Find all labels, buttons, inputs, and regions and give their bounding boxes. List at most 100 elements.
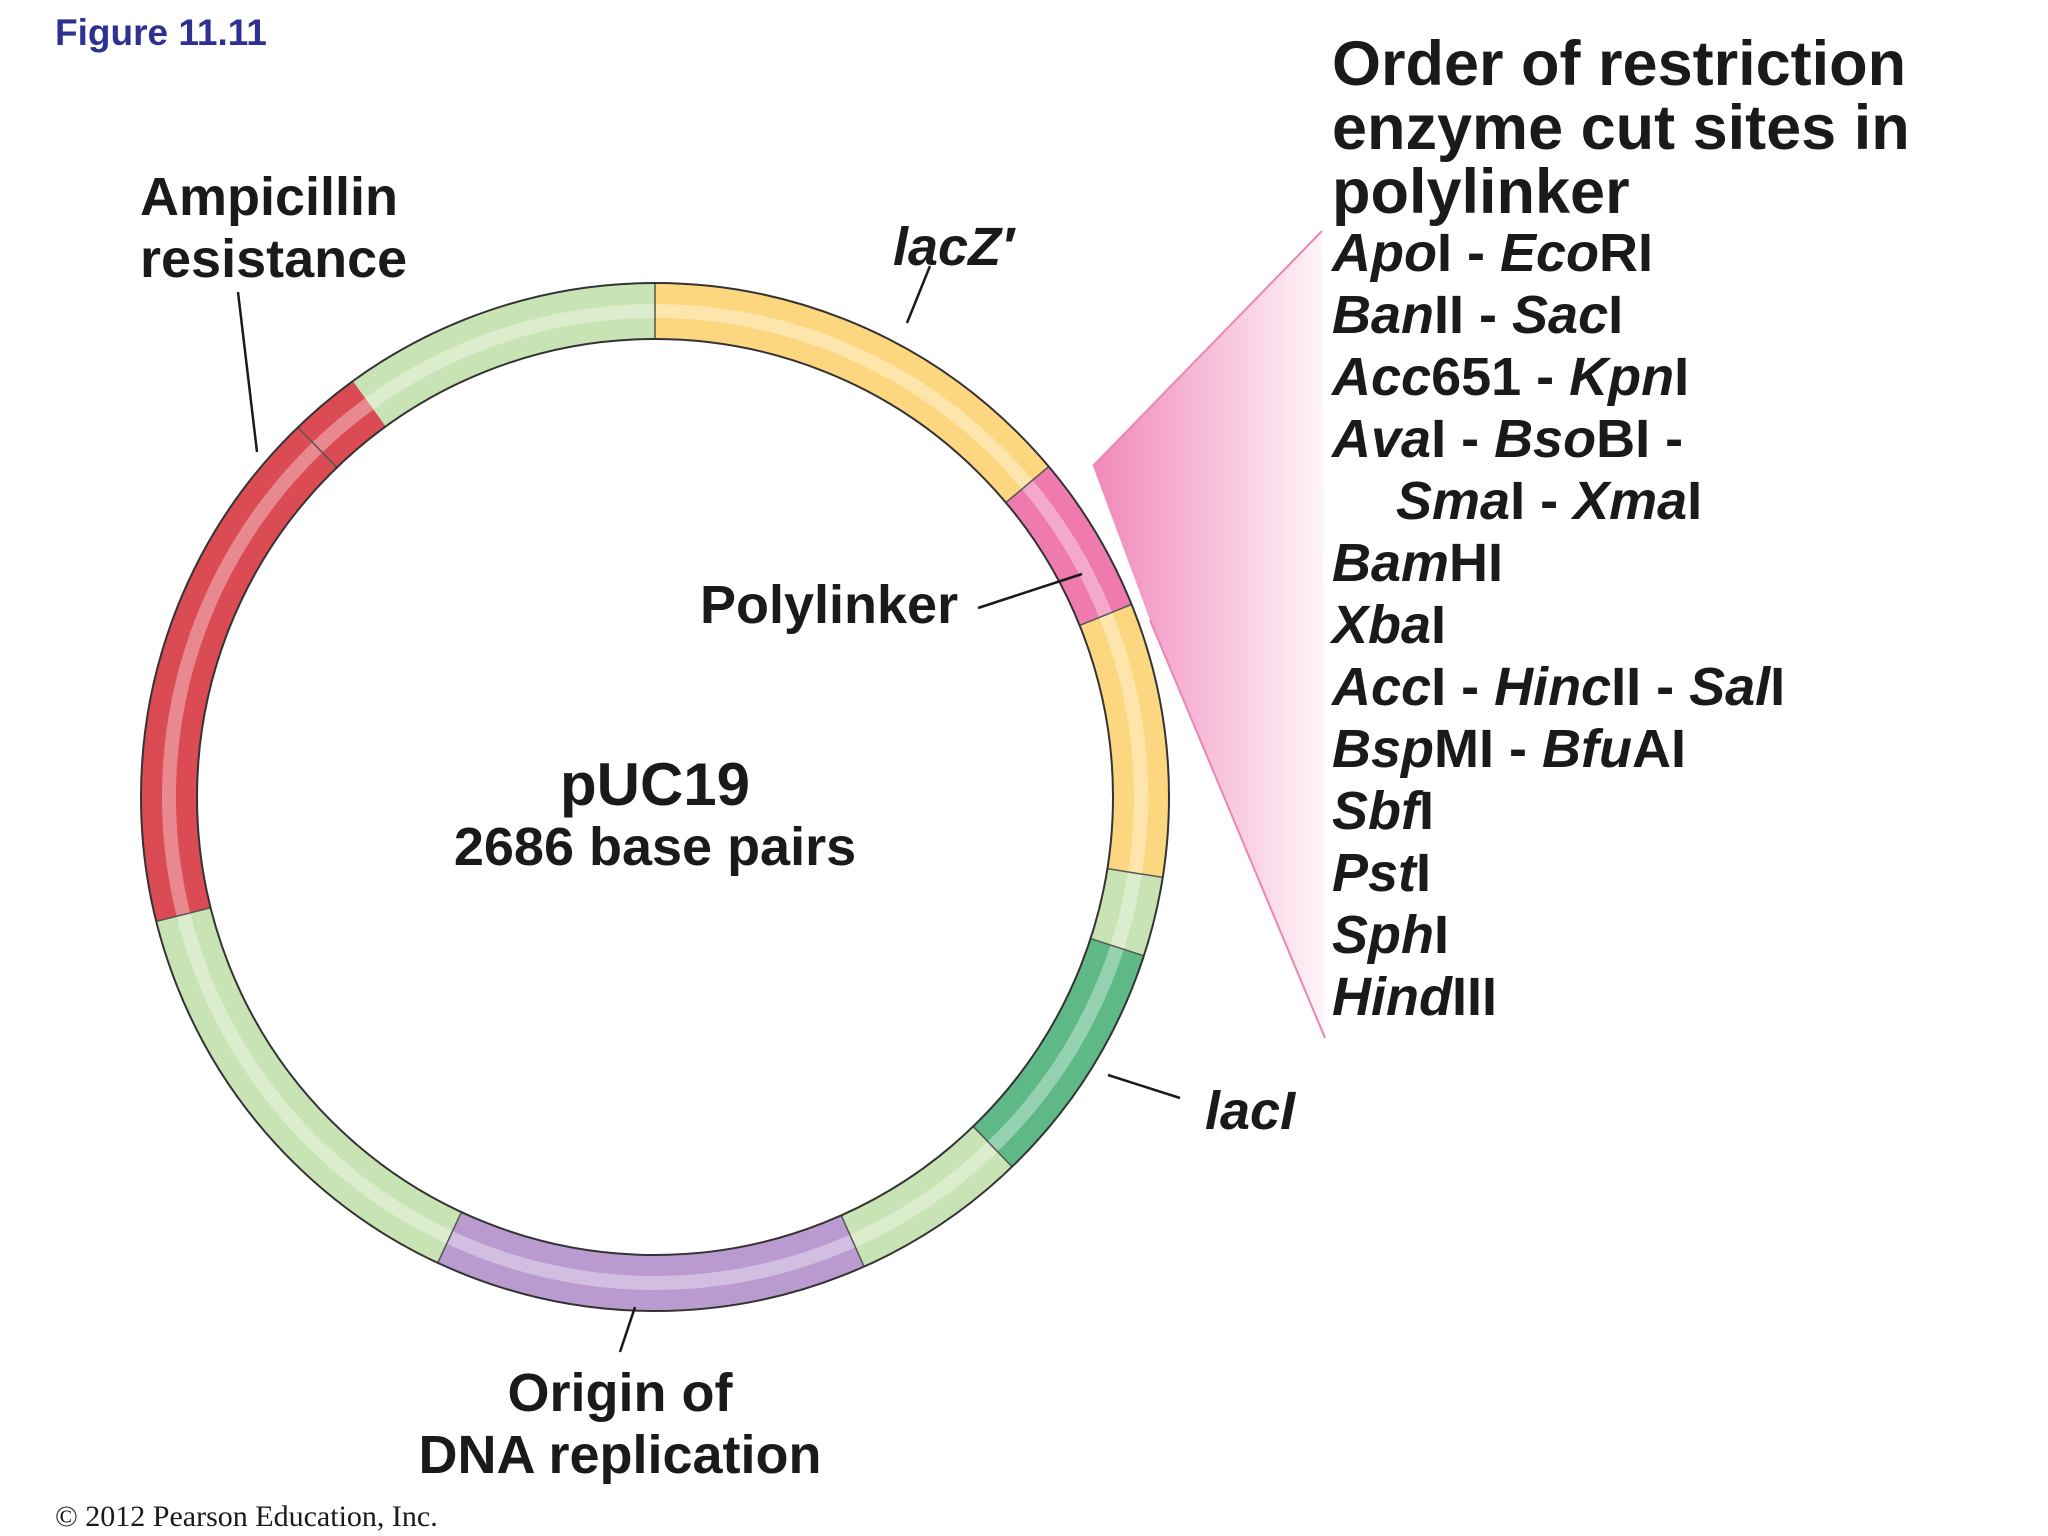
enzyme-text-part: Sal [1689, 657, 1771, 717]
ring-highlight-lacz-lower [1099, 612, 1148, 875]
segment-boundary [972, 1125, 1013, 1168]
enzyme-text-part: MI - [1434, 719, 1542, 779]
segment-boundary [297, 426, 338, 469]
enzyme-item: BanII - SacI [1332, 284, 1785, 346]
origin-label-line1: Origin of [507, 1363, 733, 1423]
enzyme-text-part: I - [1436, 223, 1500, 283]
enzyme-text-part: Ava [1332, 409, 1432, 469]
ring-segment-light-green-right [1090, 868, 1163, 956]
segment-boundary [437, 1211, 463, 1264]
enzyme-item: SmaI - XmaI [1332, 470, 1785, 532]
enzyme-text-part: 651 - [1431, 347, 1570, 407]
enzyme-text-part: Apo [1332, 223, 1437, 283]
enzyme-text-part: Hinc [1494, 657, 1612, 717]
enzyme-text-part: Acc [1332, 347, 1432, 407]
ring-inner-outline [196, 338, 1114, 1256]
wedge-edge-bottom [1149, 619, 1326, 1039]
ampicillin-label: Ampicillin resistance [140, 166, 407, 290]
ring-highlight-origin [446, 1231, 856, 1290]
enzyme-text-part: I [1608, 285, 1624, 345]
enzyme-text-part: I [1431, 595, 1447, 655]
polylinker-leader [977, 572, 1083, 610]
enzyme-text-part: BI - [1596, 409, 1684, 469]
enzyme-item: SphI [1332, 904, 1785, 966]
enzyme-item: ApoI - EcoRI [1332, 222, 1785, 284]
enzyme-text-part: II - [1611, 657, 1690, 717]
polylinker-wedge [1093, 231, 1325, 1038]
enzyme-item: HindIII [1332, 966, 1785, 1028]
heading-line3: polylinker [1332, 157, 1630, 227]
enzyme-text-part: I [1434, 905, 1450, 965]
ring-segment-light-green-lower-right [840, 1126, 1013, 1267]
ring-segment-laci [972, 938, 1144, 1167]
enzyme-item: PstI [1332, 842, 1785, 904]
segment-boundary [1090, 937, 1145, 957]
ring-segment-ampicillin [141, 381, 386, 922]
enzyme-item: SbfI [1332, 780, 1785, 842]
enzyme-item: AccI - HincII - SalI [1332, 656, 1785, 718]
enzyme-text-part: Hind [1332, 967, 1452, 1027]
enzyme-text-part: RI [1599, 223, 1654, 283]
ring-highlight-light-green-lower-left [176, 912, 453, 1244]
heading-line1: Order of restriction [1332, 29, 1907, 99]
enzyme-text-part: III [1451, 967, 1497, 1027]
enzyme-text-part: Pst [1332, 843, 1417, 903]
enzyme-item: Acc651 - KpnI [1332, 346, 1785, 408]
enzyme-item: AvaI - BsoBI - [1332, 408, 1785, 470]
enzyme-item: BspMI - BfuAI [1332, 718, 1785, 780]
enzyme-text-part: Bfu [1542, 719, 1632, 779]
enzyme-text-part: Xba [1332, 595, 1432, 655]
ring-highlight-laci [987, 945, 1124, 1152]
origin-label: Origin of DNA replication [418, 1362, 821, 1486]
enzyme-text-part: I - [1510, 471, 1574, 531]
enzyme-list-heading: Order of restriction enzyme cut sites in… [1332, 32, 1910, 224]
plasmid-size: 2686 base pairs [453, 817, 857, 877]
enzyme-text-part: Bso [1494, 409, 1597, 469]
plasmid-ring [141, 283, 1169, 1311]
heading-line2: enzyme cut sites in [1332, 93, 1910, 163]
ring-highlight-light-green-right [1110, 871, 1142, 950]
ring-segment-polylinker [1005, 466, 1132, 626]
ring-highlight-lacz-upper [654, 304, 1033, 490]
wedge-edge-top [1092, 230, 1323, 467]
lacz-leader [905, 265, 932, 324]
enzyme-text-part: AI [1631, 719, 1686, 779]
enzyme-text-part: HI [1449, 533, 1504, 593]
enzyme-text-part: Sbf [1332, 781, 1419, 841]
enzyme-text-part: Kpn [1569, 347, 1675, 407]
enzyme-text-part: I - [1431, 409, 1495, 469]
enzyme-text-part: Sma [1396, 471, 1511, 531]
enzyme-text-part: Bsp [1332, 719, 1435, 779]
ring-outer-outline [140, 282, 1170, 1312]
enzyme-text-part: I [1770, 657, 1786, 717]
segment-boundary [156, 907, 211, 923]
enzyme-text-part: Xma [1573, 471, 1688, 531]
enzyme-text-part: Eco [1499, 223, 1600, 283]
ring-segment-lacz-upper [654, 283, 1049, 503]
enzyme-item: BamHI [1332, 532, 1785, 594]
enzyme-text-part: Bam [1332, 533, 1450, 593]
ring-segment-light-green-lower-left [156, 907, 462, 1263]
lacz-label: lacZ′ [893, 217, 1014, 277]
origin-label-line2: DNA replication [418, 1425, 822, 1485]
origin-leader [618, 1306, 637, 1353]
segment-boundary [1107, 867, 1163, 879]
segment-boundary [840, 1215, 865, 1267]
ring-segment-origin [437, 1212, 865, 1311]
enzyme-text-part: I [1687, 471, 1703, 531]
enzyme-text-part: Sph [1332, 905, 1434, 965]
enzyme-text-part: II - [1434, 285, 1513, 345]
enzyme-text-part: Sac [1512, 285, 1609, 345]
segment-boundary [1005, 466, 1050, 504]
ring-highlight-polylinker [1021, 480, 1113, 618]
copyright-notice: © 2012 Pearson Education, Inc. [55, 1500, 438, 1533]
ring-highlight-ampicillin [162, 398, 374, 917]
enzyme-text-part: Ban [1332, 285, 1435, 345]
ring-highlight-light-green-lower-right [849, 1141, 998, 1248]
laci-leader [1107, 1073, 1181, 1100]
enzyme-text-part: I - [1431, 657, 1495, 717]
enzyme-text-part: I [1674, 347, 1690, 407]
ampicillin-leader [236, 291, 259, 453]
plasmid-name: pUC19 [559, 751, 751, 818]
